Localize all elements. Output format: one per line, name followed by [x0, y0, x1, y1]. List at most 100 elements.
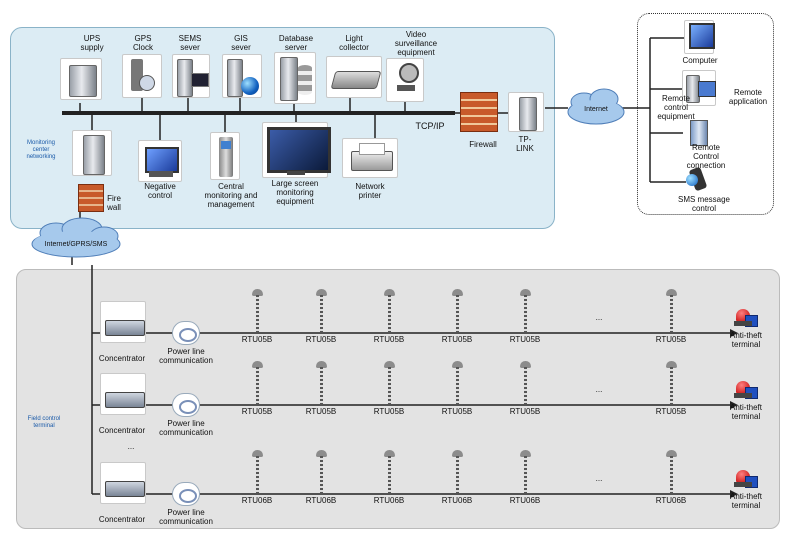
vertical-ellipsis-label: ...	[127, 442, 135, 451]
power-line-label: Power line communication	[159, 508, 213, 526]
rtu-pole-icon	[450, 361, 464, 405]
anti-theft-alarm-icon	[734, 470, 758, 490]
concentrator-icon	[100, 462, 146, 504]
anti-theft-alarm-icon	[734, 309, 758, 329]
concentrator-icon	[100, 373, 146, 415]
rtu-label: RTU06B	[305, 496, 337, 505]
power-line-label: Power line communication	[159, 347, 213, 365]
rtu-label: RTU05B	[509, 335, 541, 344]
sems-server-icon	[172, 54, 210, 98]
monitoring-server-icon	[72, 130, 112, 176]
internet-gprs-cloud	[31, 217, 121, 258]
rtu-pole-icon	[250, 289, 264, 333]
sms-message-control-label: SMS message control	[677, 195, 731, 213]
remote-control-equipment-label: Remote control equipment	[657, 94, 695, 121]
gis-server-icon	[222, 54, 262, 98]
rtu-label: RTU05B	[509, 407, 541, 416]
ups-label: UPS supply	[80, 34, 104, 52]
rtu-label: RTU05B	[241, 407, 273, 416]
concentrator-label: Concentrator	[98, 354, 146, 363]
tp-link-icon	[508, 92, 544, 132]
rtu-pole-icon	[250, 361, 264, 405]
rtu-label: RTU05B	[373, 407, 405, 416]
rtu-pole-icon	[382, 450, 396, 494]
rtu-pole-icon	[314, 289, 328, 333]
power-line-icon	[172, 321, 200, 345]
gis-label: GIS sever	[231, 34, 251, 52]
remote-control-equipment-icon	[682, 70, 716, 106]
firewall-label: Firewall	[469, 140, 497, 149]
rtu-pole-icon	[664, 289, 678, 333]
power-line-label: Power line communication	[159, 419, 213, 437]
anti-theft-alarm-icon	[734, 381, 758, 401]
database-server-icon	[274, 52, 316, 104]
rtu-label: RTU05B	[655, 407, 687, 416]
central-monitoring-icon	[210, 132, 240, 180]
ellipsis-label: ...	[595, 313, 603, 322]
central-monitoring-label: Central monitoring and management	[204, 182, 258, 209]
video-label: Video surveillance equipment	[394, 30, 438, 57]
fire-wall-label: Fire wall	[107, 194, 121, 212]
computer-icon	[684, 20, 715, 54]
tp-link-label: TP-LINK	[516, 135, 534, 153]
ellipsis-label: ...	[595, 385, 603, 394]
rtu-label: RTU05B	[241, 335, 273, 344]
ups-supply-icon	[60, 58, 102, 100]
sms-phone-icon	[686, 166, 710, 192]
light-collector-label: Light collector	[339, 34, 369, 52]
rtu-pole-icon	[382, 289, 396, 333]
rtu-pole-icon	[250, 450, 264, 494]
gps-clock-icon	[122, 54, 162, 98]
video-surveillance-icon	[386, 58, 424, 102]
concentrator-label: Concentrator	[98, 426, 146, 435]
fire-wall-icon	[78, 184, 104, 212]
computer-label: Computer	[682, 56, 718, 65]
rtu-pole-icon	[518, 289, 532, 333]
power-line-icon	[172, 393, 200, 417]
internet-cloud	[567, 88, 625, 125]
internet-gprs-label: Internet/GPRS/SMS	[44, 241, 108, 248]
concentrator-label: Concentrator	[98, 515, 146, 524]
large-screen-label: Large screen monitoring equipment	[271, 179, 319, 206]
tcpip-label: TCP/IP	[415, 121, 445, 131]
rtu-pole-icon	[518, 450, 532, 494]
rtu-label: RTU05B	[373, 335, 405, 344]
network-printer-label: Network printer	[355, 182, 385, 200]
rtu-label: RTU06B	[655, 496, 687, 505]
rtu-label: RTU05B	[305, 335, 337, 344]
negative-control-label: Negative control	[144, 182, 176, 200]
rtu-pole-icon	[450, 450, 464, 494]
rtu-label: RTU05B	[305, 407, 337, 416]
sems-label: SEMS sever	[178, 34, 202, 52]
rtu-pole-icon	[314, 450, 328, 494]
remote-application-title: Remote application	[728, 88, 768, 106]
rtu-label: RTU05B	[441, 407, 473, 416]
field-control-title: Field control terminal	[27, 416, 61, 429]
rtu-pole-icon	[664, 361, 678, 405]
rtu-label: RTU06B	[441, 496, 473, 505]
network-printer-icon	[342, 138, 398, 178]
rtu-pole-icon	[382, 361, 396, 405]
monitoring-center-title: Monitoring center networking	[26, 140, 56, 160]
rtu-label: RTU05B	[441, 335, 473, 344]
rtu-pole-icon	[518, 361, 532, 405]
gps-label: GPS Clock	[132, 34, 153, 52]
remote-control-connection-label: Remote Control connection	[686, 143, 726, 170]
internet-label: Internet	[584, 106, 608, 113]
negative-control-icon	[138, 140, 182, 182]
rtu-label: RTU06B	[241, 496, 273, 505]
anti-theft-label: Anti-theft terminal	[729, 492, 762, 510]
concentrator-icon	[100, 301, 146, 343]
firewall-icon	[460, 92, 498, 132]
rtu-pole-icon	[450, 289, 464, 333]
ellipsis-label: ...	[595, 474, 603, 483]
rtu-label: RTU05B	[655, 335, 687, 344]
anti-theft-label: Anti-theft terminal	[729, 331, 762, 349]
power-line-icon	[172, 482, 200, 506]
database-label: Database server	[278, 34, 314, 52]
rtu-pole-icon	[314, 361, 328, 405]
rtu-label: RTU06B	[509, 496, 541, 505]
remote-control-connection-icon	[690, 120, 708, 146]
large-screen-icon	[262, 122, 331, 178]
